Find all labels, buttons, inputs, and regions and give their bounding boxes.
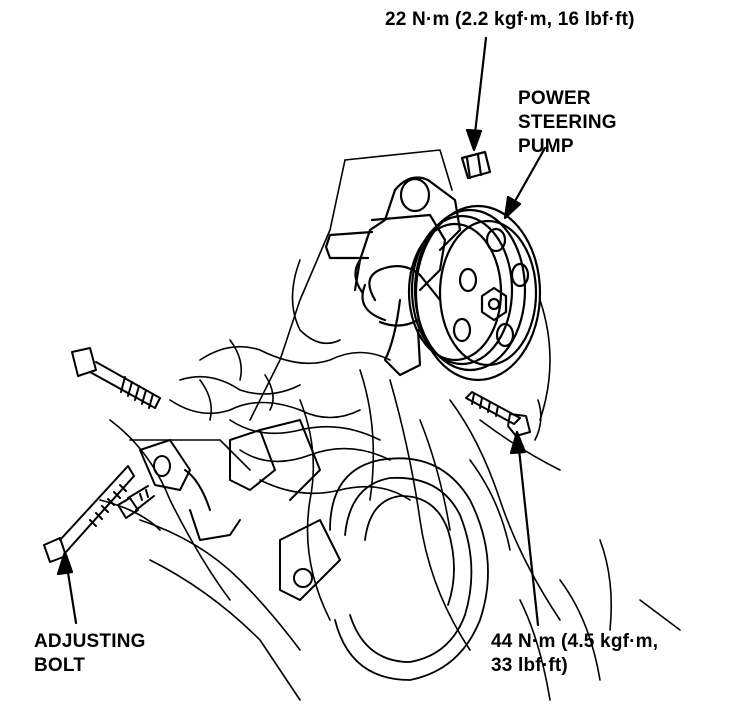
pump-label-line3: PUMP — [518, 136, 574, 157]
pump-label-line2: STEERING — [518, 112, 617, 133]
adjusting-bolt-label-line1: ADJUSTING — [34, 631, 146, 652]
torque-label-bottom-line1: 44 N·m (4.5 kgf·m, — [491, 631, 659, 652]
torque-label-bottom-line2: 33 lbf·ft) — [491, 655, 568, 676]
pump-label-line1: POWER — [518, 88, 591, 109]
pump-bracket — [139, 419, 341, 601]
power-steering-pump — [324, 150, 551, 421]
long-mounting-bolt — [71, 347, 161, 409]
crank-pulley — [329, 457, 489, 681]
short-bolt — [117, 485, 155, 519]
adjusting-bolt-label-line2: BOLT — [34, 655, 86, 676]
adjusting-bolt — [43, 465, 135, 563]
torque-label-top: 22 N·m (2.2 kgf·m, 16 lbf·ft) — [385, 9, 635, 30]
engine-block — [99, 149, 681, 701]
leader-arrows — [56, 36, 547, 627]
pivot-bolt — [465, 391, 542, 441]
